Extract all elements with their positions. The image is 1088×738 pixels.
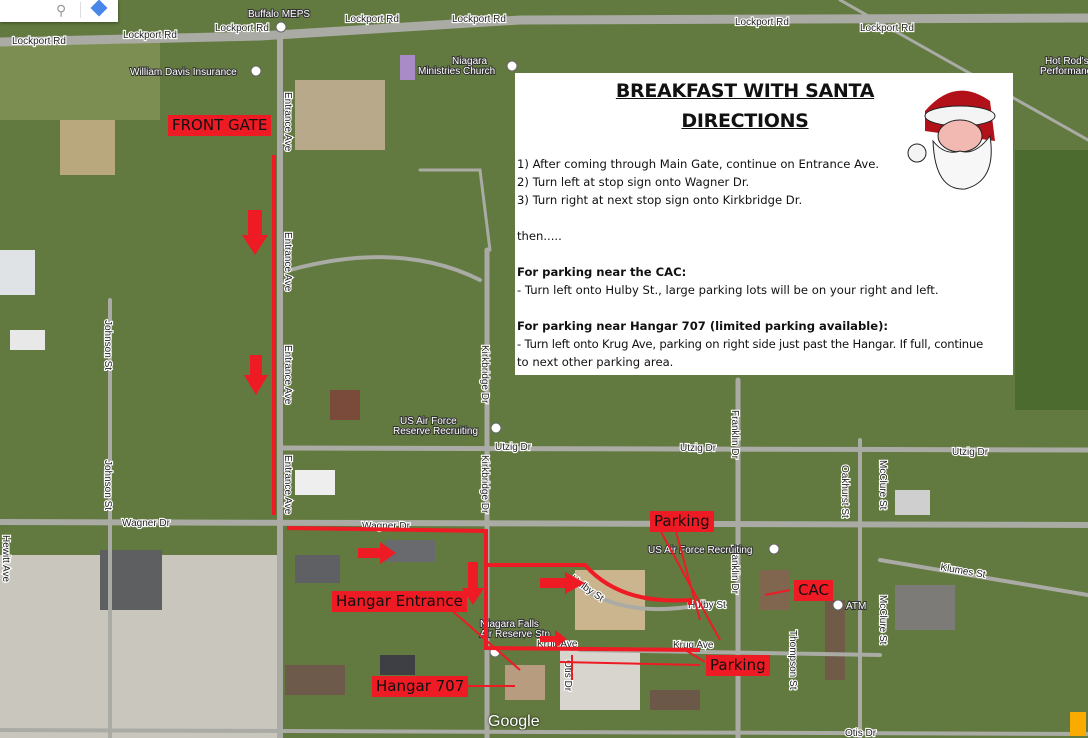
hangar-text: - Turn left onto Krug Ave, parking on ri…: [517, 337, 984, 351]
road-label-utzig: Utzig Dr: [680, 443, 717, 454]
road-label-oakhurst: Oakhurst St: [839, 465, 850, 518]
road-label-lockport: Lockport Rd: [735, 17, 789, 28]
route-overlay: [242, 155, 791, 687]
front-gate-label: FRONT GATE: [168, 115, 272, 136]
poi-niagara-church[interactable]: Ministries Church: [417, 65, 496, 78]
road-label-lockport: Lockport Rd: [345, 14, 399, 25]
pegman-icon[interactable]: [1070, 712, 1086, 736]
road-label-johnson: Johnson St: [102, 460, 113, 510]
search-icon[interactable]: ⚲: [56, 2, 67, 18]
road-label-entrance: Entrance Ave: [282, 455, 293, 515]
google-logo: Google: [488, 713, 540, 730]
road-label-hulby: Hulby St: [688, 600, 726, 611]
road-label-mcclure: McClure St: [877, 460, 888, 510]
then-text: then.....: [517, 229, 562, 243]
road-label-wagner: Wagner Dr: [122, 518, 171, 529]
road-label-johnson: Johnson St: [102, 320, 113, 370]
hangar-heading: For parking near Hangar 707 (limited par…: [517, 319, 889, 333]
cac-heading: For parking near the CAC:: [517, 265, 687, 279]
poi-atm[interactable]: ATM: [845, 600, 867, 613]
cac-label: CAC: [794, 580, 833, 601]
poi-air-reserve[interactable]: Niagara Falls: [479, 618, 540, 631]
step-1: 1) After coming through Main Gate, conti…: [517, 157, 880, 171]
step-3: 3) Turn right at next stop sign onto Kir…: [517, 193, 803, 207]
cac-text: - Turn left onto Hulby St., large parkin…: [517, 283, 939, 297]
poi-usaf-reserve[interactable]: Reserve Recruiting: [392, 425, 479, 438]
road-label-otis: Otis Dr: [845, 728, 877, 738]
road-label-lockport: Lockport Rd: [860, 23, 914, 34]
road-label-entrance: Entrance Ave: [282, 345, 293, 405]
poi-air-reserve[interactable]: Air Reserve Stn: [479, 628, 551, 641]
poi-usaf-recruiting[interactable]: US Air Force Recruiting: [647, 544, 753, 557]
road-label-utzig: Utzig Dr: [495, 442, 532, 453]
route-arrows: [242, 210, 585, 648]
poi-hot-rods[interactable]: Performanc: [1039, 65, 1088, 78]
road-label-lockport: Lockport Rd: [12, 36, 66, 47]
road-label-entrance: Entrance Ave: [282, 92, 293, 152]
parking-label-top: Parking: [650, 511, 714, 532]
poi-niagara-church[interactable]: Niagara: [451, 55, 488, 68]
hangar-707-label: Hangar 707: [372, 676, 469, 697]
poi-buffalo-meps[interactable]: Buffalo MEPS: [247, 8, 311, 21]
road-label-lockport: Lockport Rd: [123, 30, 177, 41]
road-label-kirkbridge: Kirkbridge Dr: [479, 455, 490, 514]
poi-usaf-reserve[interactable]: US Air Force: [399, 415, 458, 428]
road-label-utzig: Utzig Dr: [952, 447, 989, 458]
step-2: 2) Turn left at stop sign onto Wagner Dr…: [517, 175, 750, 189]
road-label-lockport: Lockport Rd: [452, 14, 506, 25]
hangar-text: to next other parking area.: [517, 355, 674, 369]
road-label-franklin: Franklin Dr: [729, 410, 740, 460]
road-label-entrance: Entrance Ave: [282, 232, 293, 292]
poi-william-davis[interactable]: William Davis Insurance: [129, 66, 238, 79]
hangar-entrance-label: Hangar Entrance: [332, 591, 467, 612]
road-label-thompson: Thompson St: [787, 630, 798, 690]
poi-hot-rods[interactable]: Hot Rod's A: [1044, 55, 1088, 68]
road-label-mcclure: McClure St: [877, 595, 888, 645]
directions-text: 1) After coming through Main Gate, conti…: [517, 155, 983, 371]
poi-marker-icons: [250, 21, 844, 658]
road-label-franklin: Franklin Dr: [729, 545, 740, 595]
divider: [80, 2, 81, 18]
road-label-lockport: Lockport Rd: [215, 23, 269, 34]
road-label-kirkbridge: Kirkbridge Dr: [479, 345, 490, 404]
directions-icon[interactable]: [90, 0, 108, 17]
parking-label-bottom: Parking: [706, 655, 770, 676]
road-label-otis: Otis Dr: [562, 660, 573, 692]
santa-image: [907, 90, 996, 190]
map-search-box[interactable]: ⚲: [0, 0, 118, 22]
road-label-hewitt: Hewitt Ave: [0, 535, 11, 582]
